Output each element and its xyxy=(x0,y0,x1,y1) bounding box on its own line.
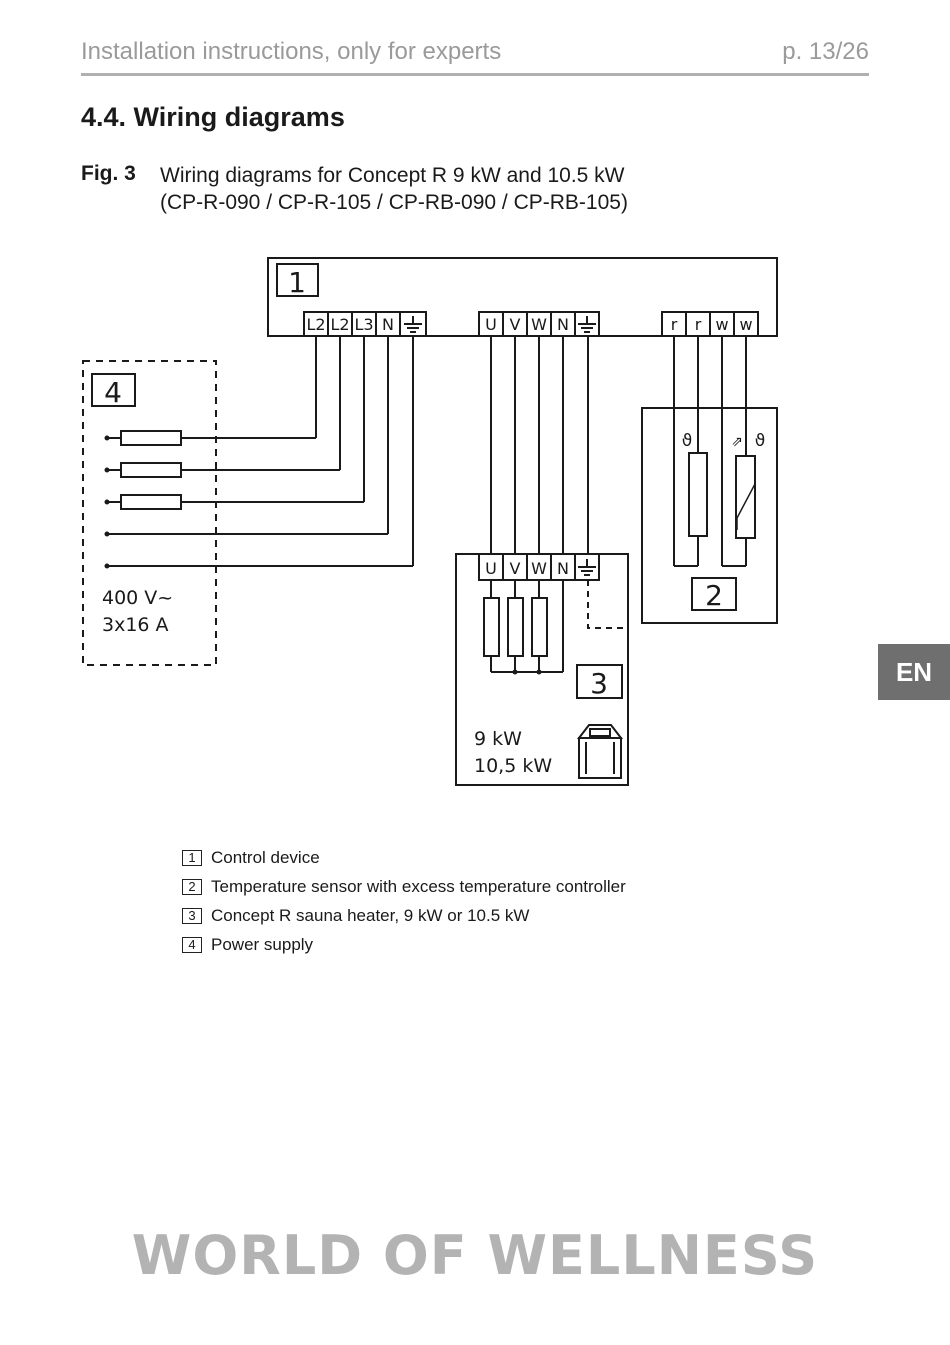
limit-icon: ⇗ xyxy=(731,434,743,450)
heating-element xyxy=(483,597,500,657)
supply-voltage: 400 V~ xyxy=(102,587,173,609)
overheat-sensor-element xyxy=(735,455,756,539)
header-divider xyxy=(81,73,869,76)
box3-number: 3 xyxy=(590,667,608,700)
legend: 1 Control device 2 Temperature sensor wi… xyxy=(182,843,626,959)
heating-element xyxy=(531,597,548,657)
terminal-label: U xyxy=(485,315,497,334)
figure-caption: Wiring diagrams for Concept R 9 kW and 1… xyxy=(160,162,628,216)
terminal-label: N xyxy=(557,315,569,334)
terminal-label: W xyxy=(531,315,547,334)
legend-text: Control device xyxy=(211,847,320,867)
legend-item: 3 Concept R sauna heater, 9 kW or 10.5 k… xyxy=(182,901,626,930)
terminal-label: L2 xyxy=(306,315,325,334)
box4-number-frame xyxy=(91,373,136,407)
terminal-label: r xyxy=(695,315,702,334)
heater-power-9kw: 9 kW xyxy=(474,728,522,750)
terminal-label: w xyxy=(715,315,728,334)
legend-item: 2 Temperature sensor with excess tempera… xyxy=(182,872,626,901)
legend-text: Power supply xyxy=(211,934,314,954)
fuse xyxy=(120,462,182,478)
legend-text: Temperature sensor with excess temperatu… xyxy=(211,876,626,896)
thermometer-icon: ϑ xyxy=(682,431,693,451)
figure-caption-line1: Wiring diagrams for Concept R 9 kW and 1… xyxy=(160,164,625,187)
ground-icon xyxy=(404,316,422,333)
terminal-label: w xyxy=(739,315,752,334)
header-title: Installation instructions, only for expe… xyxy=(81,38,502,65)
terminal-label: N xyxy=(382,315,394,334)
temperature-sensor-element xyxy=(688,452,708,537)
power-supply-box xyxy=(82,360,217,666)
terminal-label: r xyxy=(671,315,678,334)
legend-item: 1 Control device xyxy=(182,843,626,872)
legend-number: 2 xyxy=(182,878,202,895)
thermometer-icon: ϑ xyxy=(755,431,766,451)
box2-number: 2 xyxy=(705,579,723,612)
fuse xyxy=(120,430,182,446)
supply-current: 3x16 A xyxy=(102,614,169,636)
fuse xyxy=(120,494,182,510)
box4-number: 4 xyxy=(104,376,122,409)
terminal-label: L3 xyxy=(354,315,373,334)
terminal-label: N xyxy=(557,559,569,578)
legend-number: 1 xyxy=(182,849,202,866)
language-tab[interactable]: EN xyxy=(878,644,950,700)
box1-number: 1 xyxy=(288,266,306,299)
ground-icon xyxy=(578,559,596,576)
figure-caption-line2: (CP-R-090 / CP-R-105 / CP-RB-090 / CP-RB… xyxy=(160,191,628,214)
box1-number-frame xyxy=(276,263,319,297)
section-title: 4.4. Wiring diagrams xyxy=(81,102,345,132)
terminal-label: U xyxy=(485,559,497,578)
heating-element xyxy=(507,597,524,657)
legend-number: 3 xyxy=(182,907,202,924)
heater-power-10-5kw: 10,5 kW xyxy=(474,755,552,777)
box2-number-frame xyxy=(691,577,737,611)
figure-label: Fig. 3 xyxy=(81,162,136,185)
terminal-label: V xyxy=(510,315,521,334)
terminal-label: V xyxy=(510,559,521,578)
wiring-diagram: 1 4 3 2 L2 L2 L3 N U V W N r r w w U V W… xyxy=(82,257,778,786)
legend-item: 4 Power supply xyxy=(182,930,626,959)
terminal-label: L2 xyxy=(330,315,349,334)
temperature-sensor-box xyxy=(641,407,778,624)
sauna-heater-icon xyxy=(576,724,624,779)
legend-number: 4 xyxy=(182,936,202,953)
page-number: p. 13/26 xyxy=(782,38,869,65)
legend-text: Concept R sauna heater, 9 kW or 10.5 kW xyxy=(211,905,530,925)
terminal-label: W xyxy=(531,559,547,578)
ground-icon xyxy=(578,316,596,333)
brand-wordmark: WORLD OF WELLNESS xyxy=(131,1224,819,1287)
box3-number-frame xyxy=(576,664,623,699)
